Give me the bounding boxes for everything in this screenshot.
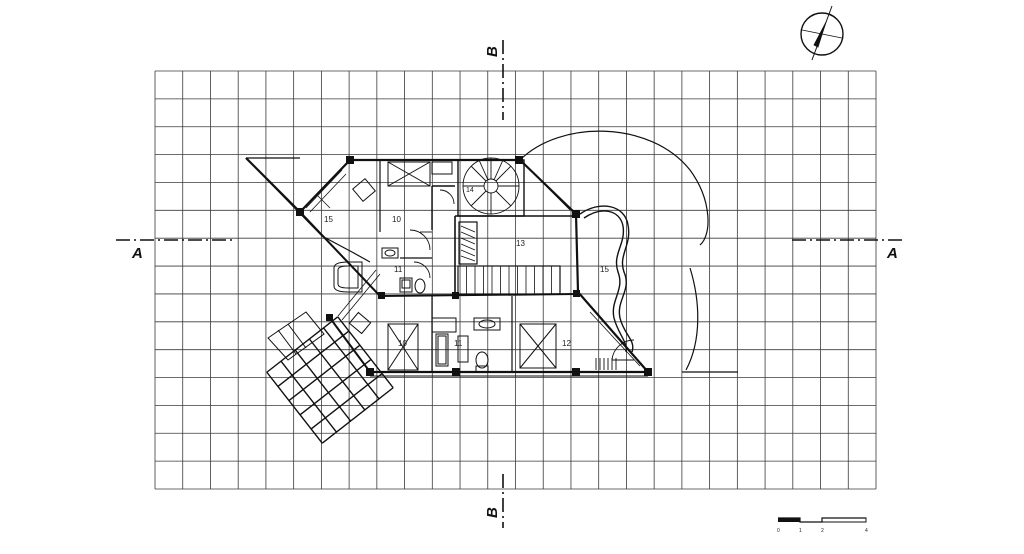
straight-staircase [457,265,561,295]
room-label: 10 [392,215,401,224]
room-label: 15 [600,265,609,274]
building-walls [245,157,649,377]
deck-grid-line [280,360,337,433]
deck-grid-line [294,349,352,422]
deck-grid-line [288,344,361,402]
deck-grid-line [337,316,394,389]
entrance-steps [595,358,617,370]
spiral-staircase [457,157,525,217]
deck-grid-line [323,327,380,400]
deck-grid-line [310,373,383,430]
glazed-walls [305,169,641,367]
beds [348,161,557,371]
deck-grid-line [321,387,394,444]
scale-tick-label: 0 [777,528,780,534]
room-label: 11 [454,339,463,348]
room-label: 15 [324,215,333,224]
scale-tick-label: 4 [865,528,868,534]
section-mark-a-left: A [131,245,143,262]
room-label: 14 [466,187,474,194]
reference-grid [154,70,877,490]
deck-grid-line [266,316,339,373]
section-mark-b-top: B [484,46,501,57]
lattice-deck [266,316,394,444]
room-label: 10 [398,339,407,348]
section-mark-a-right: A [886,245,898,262]
scale-bar: 0 1 2 4 [777,517,868,534]
north-arrow-icon [800,5,844,61]
scale-tick-label: 1 [799,528,802,534]
deck-grid-line [277,330,350,387]
room-label: 11 [394,265,403,274]
room-label: 13 [516,239,525,248]
terrace-curved-edge [579,205,634,353]
planter-box [458,221,478,265]
room-label: 12 [562,339,571,348]
room-labels: 15 10 14 13 11 15 10 11 12 [324,187,609,348]
small-balcony [267,311,325,361]
deck-grid-line [299,358,372,416]
scale-tick-label: 2 [821,528,824,534]
door-swings [409,189,635,361]
deck-grid-line [308,338,366,411]
curved-garden-wall [519,130,738,373]
deck-grid-line [266,371,323,444]
section-mark-b-bottom: B [484,507,501,518]
bathroom-fixtures [333,247,501,373]
